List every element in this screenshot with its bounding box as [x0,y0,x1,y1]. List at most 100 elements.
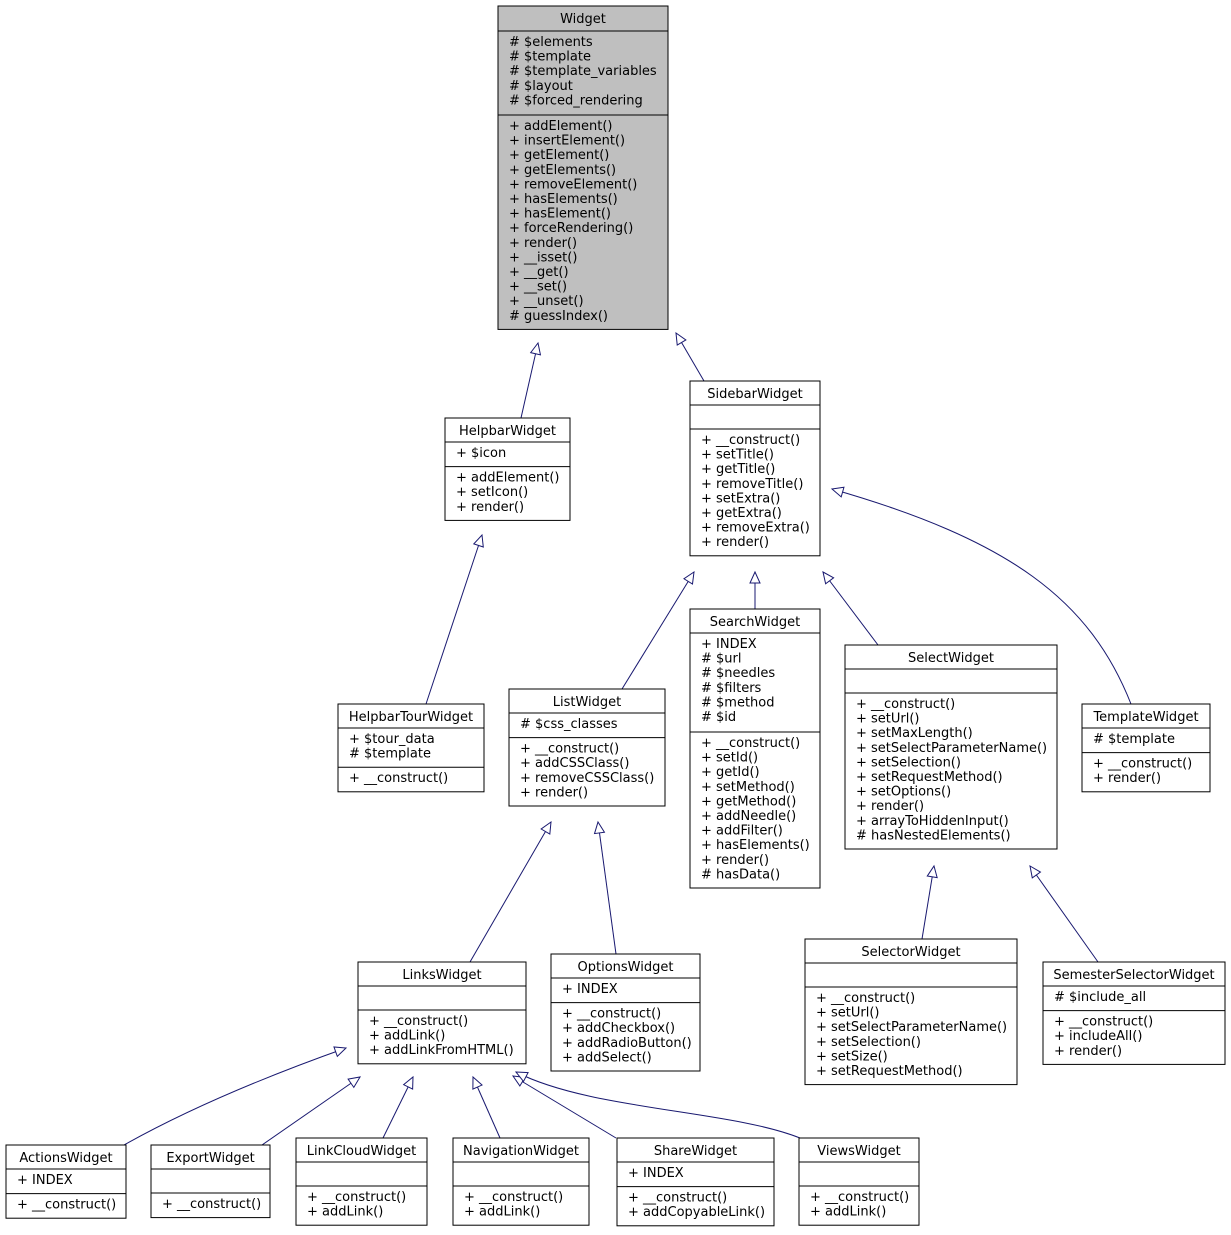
options-widget-name: OptionsWidget [578,960,674,975]
widget-method: + insertElement() [509,134,625,149]
search-widget-method: + getMethod() [701,794,796,809]
options-widget-attribute: + INDEX [562,982,618,997]
search-widget-method: + render() [701,853,769,868]
selector-widget-method: + setSelectParameterName() [816,1020,1007,1035]
search-widget-method: + setMethod() [701,780,795,795]
inheritance-helpbar-widget-to-widget [520,341,542,419]
export-widget-method: + __construct() [162,1197,261,1212]
options-widget-method: + __construct() [562,1007,661,1022]
template-widget-method: + render() [1093,771,1161,786]
widget-method: + __unset() [509,294,584,309]
inheritance-arrowhead [472,533,484,548]
selector-widget-name: SelectorWidget [861,945,960,960]
sidebar-widget-method: + __construct() [701,433,800,448]
search-widget-method: + setId() [701,751,758,766]
widget-method: + __get() [509,265,569,280]
helpbar-tour-widget-class: HelpbarTourWidget+ $tour_data# $template… [337,703,485,793]
inheritance-selector-widget-to-select-widget [921,864,938,940]
search-widget-attribute: # $method [701,695,775,710]
links-widget-method: + addLink() [369,1029,445,1044]
link-cloud-widget-box [295,1137,428,1226]
helpbar-widget-attribute: + $icon [456,446,506,461]
inheritance-arrowhead [472,1075,483,1090]
actions-widget-box [5,1144,127,1219]
inheritance-arrowhead [540,820,552,835]
inheritance-list-widget-to-sidebar-widget [621,570,695,690]
sidebar-widget-method: + getExtra() [701,506,782,521]
inheritance-arrowhead [1029,865,1042,879]
class-nodes: Widget# $elements# $template# $template_… [5,5,1226,1227]
inheritance-semester-selector-widget-to-select-widget [1029,865,1099,963]
search-widget-method: + getId() [701,765,760,780]
widget-attribute: # $template_variables [509,64,657,79]
helpbar-widget-method: + addElement() [456,471,559,486]
inheritance-arrowhead [926,864,938,879]
options-widget-method: + addRadioButton() [562,1036,692,1051]
search-widget-method: + __construct() [701,736,800,751]
search-widget-class: SearchWidget+ INDEX# $url# $needles# $fi… [689,608,821,889]
link-cloud-widget-class: LinkCloudWidget+ __construct()+ addLink(… [295,1137,428,1226]
search-widget-attribute: # $needles [701,666,775,681]
actions-widget-name: ActionsWidget [19,1151,112,1166]
selector-widget-method: + setUrl() [816,1006,880,1021]
inheritance-navigation-widget-to-links-widget [472,1075,501,1139]
widget-method: + getElements() [509,163,616,178]
links-widget-method: + __construct() [369,1014,468,1029]
sidebar-widget-method: + render() [701,535,769,550]
selector-widget-class: SelectorWidget+ __construct()+ setUrl()+… [804,938,1018,1086]
search-widget-method: + addFilter() [701,824,783,839]
search-widget-box [689,608,821,889]
options-widget-box [550,953,701,1072]
widget-method: + getElement() [509,148,609,163]
template-widget-class: TemplateWidget# $template+ __construct()… [1081,703,1211,793]
widget-method: # guessIndex() [509,309,608,324]
edge-line [261,1076,361,1146]
list-widget-attribute: # $css_classes [520,717,618,732]
share-widget-box [616,1137,775,1227]
navigation-widget-name: NavigationWidget [463,1144,579,1159]
views-widget-box [798,1137,920,1226]
export-widget-class: ExportWidget+ __construct() [150,1144,271,1219]
actions-widget-method: + __construct() [17,1198,116,1213]
edge-line [515,1071,801,1139]
inheritance-link-cloud-widget-to-links-widget [382,1075,414,1139]
sidebar-widget-method: + getTitle() [701,462,775,477]
semester-selector-widget-method: + includeAll() [1054,1029,1142,1044]
widget-method: + removeElement() [509,177,637,192]
select-widget-method: + setSelection() [856,755,961,770]
widget-method: + __isset() [509,250,577,265]
actions-widget-class: ActionsWidget+ INDEX+ __construct() [5,1144,127,1219]
semester-selector-widget-class: SemesterSelectorWidget# $include_all+ __… [1042,961,1226,1065]
inheritance-select-widget-to-sidebar-widget [822,571,879,646]
edge-line [921,865,935,940]
search-widget-name: SearchWidget [710,615,800,630]
select-widget-method: + arrayToHiddenInput() [856,814,1009,829]
inheritance-template-widget-to-sidebar-widget [830,486,1132,705]
inheritance-arrowhead [402,1075,414,1090]
selector-widget-method: + __construct() [816,991,915,1006]
template-widget-method: + __construct() [1093,757,1192,772]
helpbar-widget-box [444,417,571,521]
widget-method: + hasElement() [509,207,611,222]
semester-selector-widget-method: + render() [1054,1044,1122,1059]
helpbar-tour-widget-attribute: + $tour_data [349,732,435,747]
sidebar-widget-method: + setTitle() [701,448,774,463]
link-cloud-widget-method: + __construct() [307,1190,406,1205]
inheritance-views-widget-to-links-widget [514,1071,801,1139]
helpbar-widget-method: + setIcon() [456,485,528,500]
edge-line [425,534,483,705]
options-widget-method: + addCheckbox() [562,1021,675,1036]
inheritance-share-widget-to-links-widget [511,1075,617,1139]
selector-widget-method: + setSelection() [816,1035,921,1050]
inheritance-arrowhead [830,486,845,498]
inheritance-arrowhead [683,570,695,585]
list-widget-method: + addCSSClass() [520,756,629,771]
select-widget-name: SelectWidget [908,651,994,666]
widget-class: Widget# $elements# $template# $template_… [497,5,669,330]
views-widget-class: ViewsWidget+ __construct()+ addLink() [798,1137,920,1226]
edge-line [469,821,552,963]
helpbar-widget-class: HelpbarWidget+ $icon+ addElement()+ setI… [444,417,571,521]
inheritance-arrowhead [333,1046,348,1058]
options-widget-method: + addSelect() [562,1050,652,1065]
edge-line [512,1075,617,1139]
